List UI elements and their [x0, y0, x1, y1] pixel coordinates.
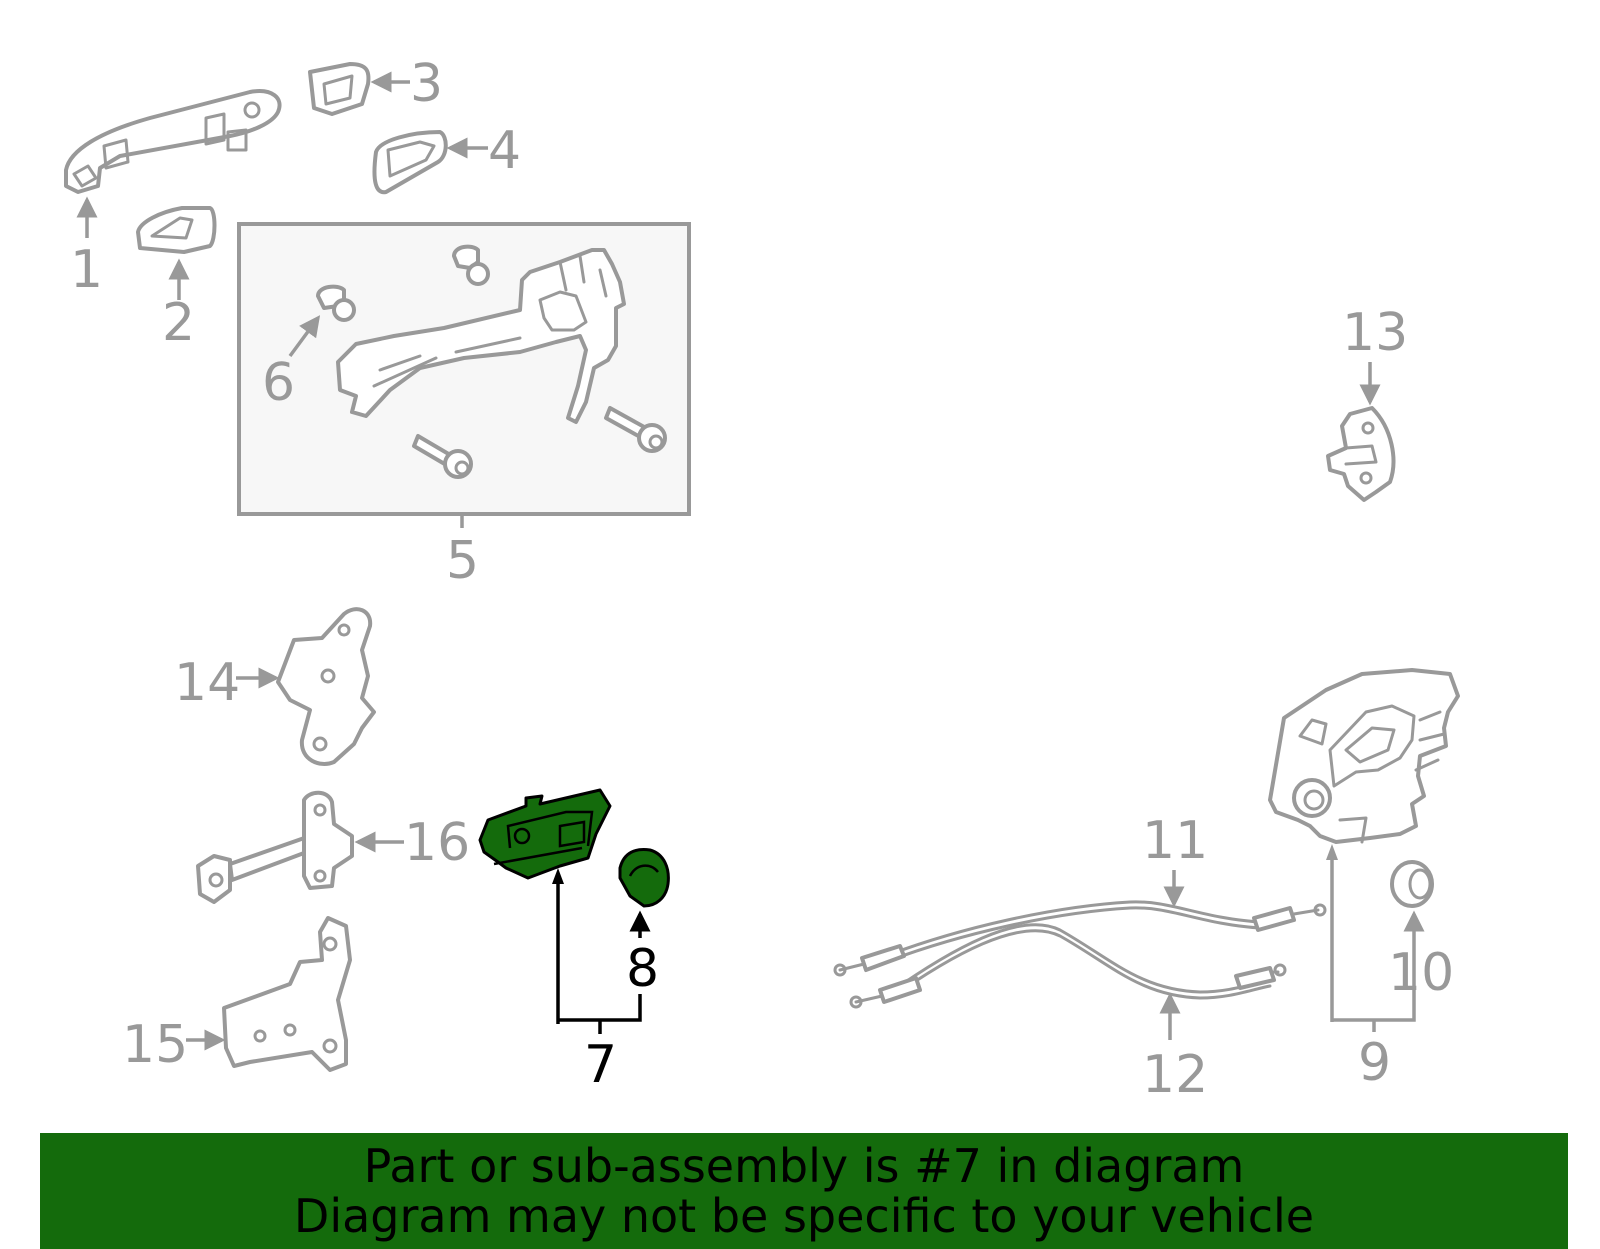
callout-16: 16 — [404, 813, 470, 873]
callout-1: 1 — [70, 240, 103, 300]
callout-13: 13 — [1342, 303, 1408, 363]
part-3-cap — [308, 62, 410, 116]
banner-line-2: Diagram may not be specific to your vehi… — [293, 1189, 1315, 1243]
banner-line-1: Part or sub-assembly is #7 in diagram — [363, 1139, 1245, 1193]
callout-7-bracket — [552, 868, 642, 1034]
callout-3: 3 — [410, 54, 443, 114]
part-14-hinge-plate — [236, 607, 376, 766]
part-12-cable — [849, 923, 1287, 1040]
callout-4: 4 — [488, 121, 521, 181]
callout-12: 12 — [1142, 1045, 1208, 1105]
info-banner: Part or sub-assembly is #7 in diagram Di… — [40, 1133, 1568, 1249]
callout-14: 14 — [174, 653, 240, 713]
callout-2: 2 — [162, 293, 195, 353]
part-11-cable — [833, 870, 1327, 977]
callout-7: 7 — [584, 1035, 617, 1095]
callout-6: 6 — [262, 353, 295, 413]
callout-8: 8 — [626, 939, 659, 999]
callout-5: 5 — [446, 531, 479, 591]
part-4-cover — [372, 130, 488, 195]
callout-11: 11 — [1142, 811, 1208, 871]
part-1-outside-handle — [64, 89, 282, 238]
part-2-pad — [136, 206, 217, 300]
part-13-striker — [1326, 362, 1396, 502]
part-15-lower-hinge — [186, 916, 352, 1072]
part-7-inside-handle-highlighted — [478, 788, 612, 880]
callout-15: 15 — [122, 1015, 188, 1075]
callout-10: 10 — [1388, 943, 1454, 1003]
part-10-grommet — [1390, 860, 1434, 944]
part-6-clip-leader — [288, 315, 321, 358]
part-5-handle-frame-box — [237, 222, 691, 528]
part-9-lock-actuator — [1268, 668, 1460, 1032]
part-8-bezel-highlighted — [618, 848, 670, 938]
callout-9: 9 — [1358, 1033, 1391, 1093]
part-16-door-check — [196, 790, 404, 904]
